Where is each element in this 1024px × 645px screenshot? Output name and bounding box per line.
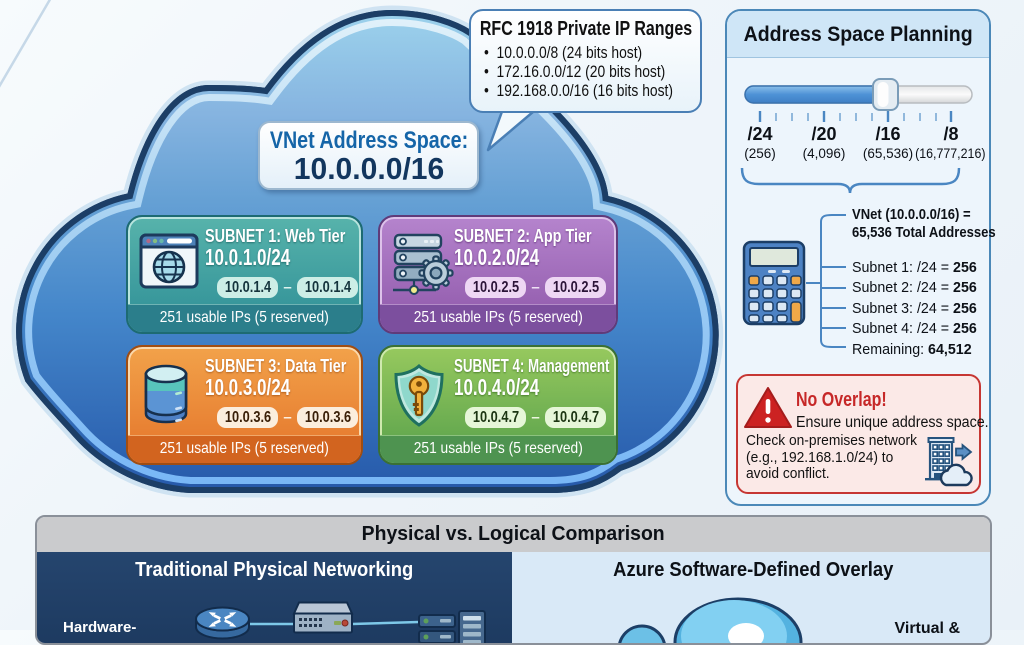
svg-text:Virtual &: Virtual & <box>895 620 961 637</box>
